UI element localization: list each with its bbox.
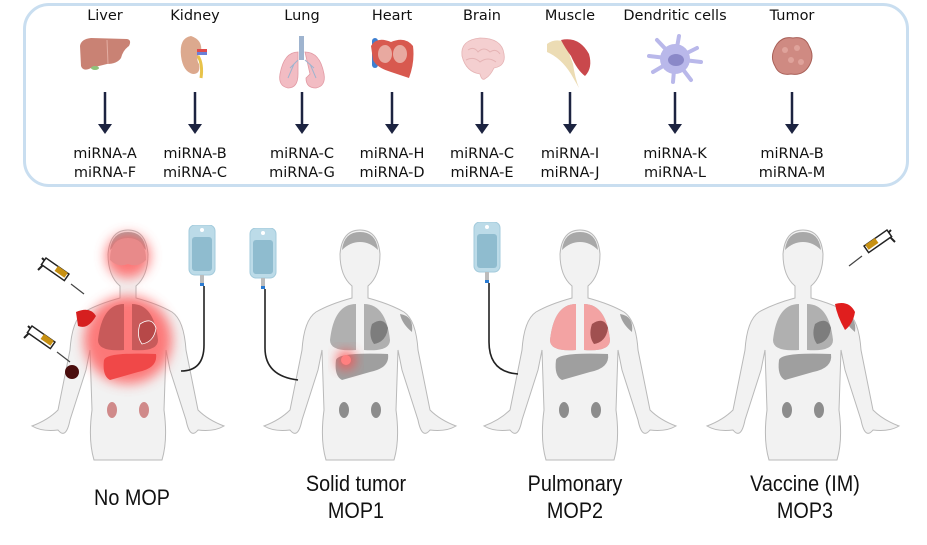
mirna-list: miRNA-C miRNA-E: [427, 145, 537, 183]
muscle-icon: [547, 39, 591, 88]
organ-name: Muscle: [544, 8, 596, 24]
mirna-list: miRNA-A miRNA-F: [50, 145, 160, 183]
organ-name: Liver: [87, 8, 123, 24]
mirna-label: miRNA-I: [540, 146, 600, 162]
arrow-down-icon: [475, 92, 489, 134]
organ-mirna-panel: [23, 3, 909, 187]
brain-icon: [461, 37, 505, 80]
tumor-icon: [771, 37, 813, 75]
scenario-name: Pulmonary: [527, 471, 623, 496]
organ-name: Kidney: [170, 8, 220, 24]
brain-highlight: [110, 238, 146, 266]
mirna-list: miRNA-I miRNA-J: [515, 145, 625, 183]
scenario-code: MOP1: [327, 498, 385, 523]
body-figure-pulmonary: [483, 229, 677, 461]
dendritic-cell-icon: [647, 34, 703, 84]
mirna-list: miRNA-B miRNA-C: [140, 145, 250, 183]
organ-name: Tumor: [769, 8, 815, 24]
lung-icon: [279, 36, 325, 89]
mirna-label: miRNA-H: [359, 146, 425, 162]
mirna-label: miRNA-C: [449, 146, 515, 162]
mirna-label: miRNA-A: [73, 146, 137, 162]
heart-highlight: [138, 320, 157, 345]
iv-drip-icon: [180, 225, 216, 372]
lung-highlight: [550, 304, 610, 351]
arrow-down-icon: [563, 92, 577, 134]
scenario-label-mop2: Pulmonary MOP2: [508, 470, 643, 524]
shoulder-muscle-highlight: [76, 309, 96, 327]
organ-name: Heart: [371, 8, 413, 24]
mirna-list: miRNA-H miRNA-D: [337, 145, 447, 183]
mirna-label: miRNA-K: [643, 146, 707, 162]
organ-name: Brain: [462, 8, 501, 24]
scenario-label-no-mop: No MOP: [69, 484, 195, 511]
scenario-code: MOP2: [546, 498, 604, 523]
scenario-name: No MOP: [94, 485, 170, 510]
body-figure-solid-tumor: [263, 229, 457, 461]
scenario-label-mop3: Vaccine (IM) MOP3: [729, 470, 882, 524]
arrow-down-icon: [188, 92, 202, 134]
organ-name: Dendritic cells: [623, 8, 727, 24]
iv-drip-icon: [473, 222, 519, 375]
human-body-icon: [706, 229, 900, 461]
scenario-label-mop1: Solid tumor MOP1: [284, 470, 428, 524]
body-figure-no-mop: [23, 229, 225, 461]
mirna-label: miRNA-D: [359, 165, 425, 181]
mirna-label: miRNA-C: [269, 146, 335, 162]
mirna-list: miRNA-K miRNA-L: [610, 145, 740, 183]
syringe-icon: [848, 229, 896, 267]
lung-highlight: [98, 304, 124, 351]
mirna-label: miRNA-G: [269, 165, 335, 181]
mirna-list: miRNA-C miRNA-G: [247, 145, 357, 183]
arrow-down-icon: [668, 92, 682, 134]
injection-site-highlight: [65, 365, 79, 379]
arrow-down-icon: [785, 92, 799, 134]
iv-drip-icon: [249, 228, 299, 381]
arrow-down-icon: [385, 92, 399, 134]
mirna-list: miRNA-B miRNA-M: [737, 145, 847, 183]
body-figure-vaccine-im: [706, 229, 900, 461]
mirna-label: miRNA-B: [163, 146, 227, 162]
organ-name: Lung: [284, 8, 320, 24]
mirna-label: miRNA-L: [644, 165, 706, 181]
mirna-label: miRNA-M: [758, 165, 826, 181]
mirna-label: miRNA-B: [760, 146, 824, 162]
arrow-down-icon: [98, 92, 112, 134]
arrow-down-icon: [295, 92, 309, 134]
liver-highlight: [103, 353, 157, 380]
heart-icon: [371, 38, 414, 78]
mirna-label: miRNA-F: [73, 165, 137, 181]
scenario-name: Solid tumor: [305, 471, 407, 496]
scenario-code: MOP3: [776, 498, 834, 523]
kidney-icon: [180, 36, 207, 79]
mirna-label: miRNA-E: [450, 165, 514, 181]
scenario-name: Vaccine (IM): [750, 471, 860, 496]
mirna-label: miRNA-J: [540, 165, 600, 181]
syringe-icon: [23, 325, 71, 363]
syringe-icon: [37, 257, 85, 295]
mirna-label: miRNA-C: [162, 165, 228, 181]
shoulder-muscle-highlight: [835, 303, 855, 330]
liver-icon: [80, 38, 131, 70]
